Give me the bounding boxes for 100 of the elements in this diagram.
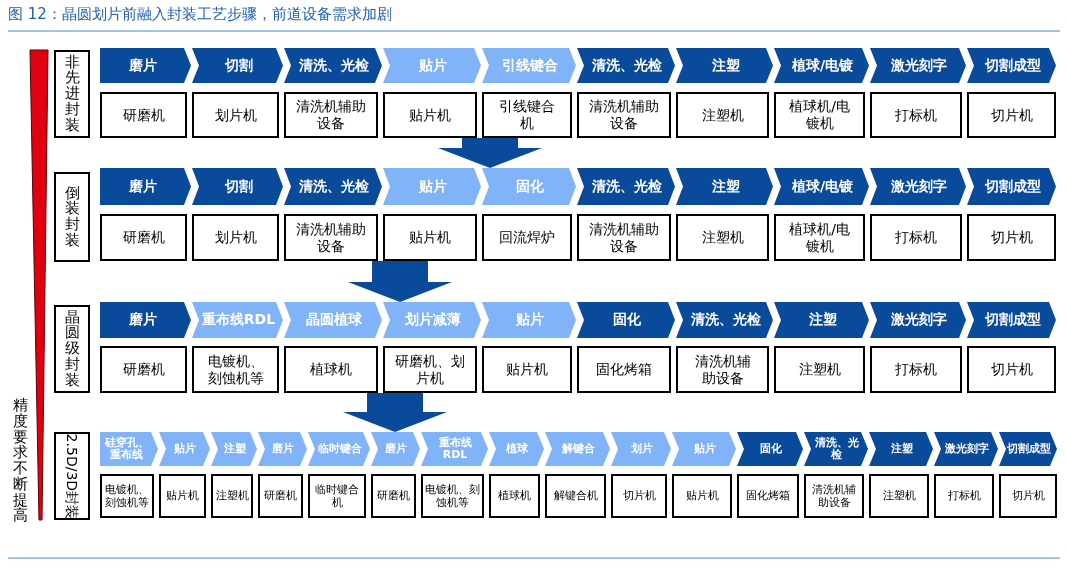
process-step: 解键合 — [545, 432, 610, 466]
equipment-box: 清洗机辅助设备 — [676, 346, 769, 393]
equipment-box: 注塑机 — [676, 214, 769, 261]
title: 图 12：晶圆划片前融入封装工艺步骤，前道设备需求加剧 — [8, 5, 392, 24]
process-step: 磨片 — [100, 168, 191, 205]
process-step: 注塑 — [676, 48, 773, 83]
equipment-box: 临时键合机 — [308, 474, 366, 518]
process-step: 激光刻字 — [870, 168, 966, 205]
process-step: 切割成型 — [999, 432, 1057, 466]
process-step: 磨片 — [100, 302, 191, 338]
process-step: 激光刻字 — [870, 302, 966, 338]
process-step: 磨片 — [371, 432, 420, 466]
equipment-box: 植球机 — [489, 474, 540, 518]
equipment-box: 回流焊炉 — [482, 214, 572, 261]
process-step: 引线键合 — [482, 48, 576, 83]
equipment-box: 切片机 — [967, 92, 1056, 138]
process-step: 临时键合 — [308, 432, 370, 466]
equipment-box: 切片机 — [999, 474, 1057, 518]
equipment-box: 贴片机 — [159, 474, 206, 518]
process-step: 贴片 — [672, 432, 736, 466]
process-step: 植球 — [489, 432, 544, 466]
block-arrow — [343, 393, 447, 432]
process-step: 固化 — [577, 302, 675, 338]
equipment-box: 贴片机 — [383, 92, 477, 138]
equipment-box: 切片机 — [611, 474, 667, 518]
process-step: 植球/电镀 — [774, 168, 869, 205]
equipment-box: 划片机 — [192, 214, 279, 261]
process-step: 清洗、光检 — [284, 48, 382, 83]
process-step: 贴片 — [159, 432, 210, 466]
equipment-box: 固化烤箱 — [737, 474, 799, 518]
process-step: 注塑 — [211, 432, 257, 466]
process-step: 激光刻字 — [934, 432, 998, 466]
equipment-box: 研磨机 — [100, 346, 187, 393]
equipment-box: 植球机 — [284, 346, 378, 393]
equipment-box: 植球机/电镀机 — [774, 92, 865, 138]
process-step: 贴片 — [383, 48, 481, 83]
equipment-box: 注塑机 — [211, 474, 253, 518]
equipment-box: 注塑机 — [676, 92, 769, 138]
equipment-box: 研磨机 — [371, 474, 416, 518]
equipment-box: 清洗机辅助设备 — [577, 214, 671, 261]
tapered-bar — [29, 49, 49, 521]
category-box: 2.5D/3D封装 — [54, 432, 90, 520]
equipment-box: 电镀机、刻蚀机等 — [100, 474, 154, 518]
process-step: 晶圆植球 — [284, 302, 382, 338]
process-step: 划片减薄 — [383, 302, 481, 338]
equipment-box: 清洗机辅助设备 — [804, 474, 864, 518]
process-step: 清洗、光检 — [577, 168, 675, 205]
process-step: 切割成型 — [967, 302, 1056, 338]
equipment-box: 切片机 — [967, 214, 1056, 261]
process-step: 注塑 — [869, 432, 933, 466]
equipment-box: 打标机 — [870, 92, 962, 138]
equipment-box: 注塑机 — [774, 346, 865, 393]
equipment-box: 研磨机、划片机 — [383, 346, 477, 393]
process-step: 固化 — [482, 168, 576, 205]
equipment-box: 引线键合机 — [482, 92, 572, 138]
process-step: 切割成型 — [967, 48, 1056, 83]
process-step: 注塑 — [774, 302, 869, 338]
equipment-box: 注塑机 — [869, 474, 929, 518]
equipment-box: 研磨机 — [100, 214, 187, 261]
process-step: 磨片 — [100, 48, 191, 83]
process-step: 注塑 — [676, 168, 773, 205]
equipment-box: 固化烤箱 — [577, 346, 671, 393]
axis-label: 精度要求不断提高 — [13, 398, 29, 524]
equipment-box: 打标机 — [870, 346, 962, 393]
process-step: 重布线RDL — [192, 302, 283, 338]
category-box: 非先进封装 — [54, 50, 90, 138]
process-step: 贴片 — [383, 168, 481, 205]
equipment-box: 植球机/电镀机 — [774, 214, 865, 261]
equipment-box: 打标机 — [934, 474, 994, 518]
process-step: 切割 — [192, 48, 283, 83]
block-arrow — [348, 261, 452, 302]
equipment-box: 研磨机 — [258, 474, 303, 518]
process-step: 切割成型 — [967, 168, 1056, 205]
equipment-box: 清洗机辅助设备 — [284, 214, 378, 261]
process-step: 植球/电镀 — [774, 48, 869, 83]
process-step: 重布线RDL — [421, 432, 488, 466]
process-step: 划片 — [611, 432, 671, 466]
equipment-box: 解键合机 — [545, 474, 606, 518]
equipment-box: 贴片机 — [383, 214, 477, 261]
process-step: 硅穿孔、重布线 — [100, 432, 158, 466]
process-step: 固化 — [737, 432, 803, 466]
process-step: 清洗、光检 — [284, 168, 382, 205]
equipment-box: 贴片机 — [672, 474, 732, 518]
category-box: 倒装封装 — [54, 172, 90, 262]
equipment-box: 清洗机辅助设备 — [577, 92, 671, 138]
process-step: 清洗、光检 — [577, 48, 675, 83]
equipment-box: 划片机 — [192, 92, 279, 138]
equipment-box: 贴片机 — [482, 346, 572, 393]
process-step: 切割 — [192, 168, 283, 205]
equipment-box: 电镀机、刻蚀机等 — [421, 474, 484, 518]
equipment-box: 清洗机辅助设备 — [284, 92, 378, 138]
process-step: 清洗、光检 — [676, 302, 773, 338]
process-step: 激光刻字 — [870, 48, 966, 83]
equipment-box: 打标机 — [870, 214, 962, 261]
category-box: 晶圆级封装 — [54, 305, 90, 393]
process-step: 清洗、光检 — [804, 432, 868, 466]
process-step: 贴片 — [482, 302, 576, 338]
equipment-box: 切片机 — [967, 346, 1056, 393]
process-step: 磨片 — [258, 432, 307, 466]
equipment-box: 电镀机、刻蚀机等 — [192, 346, 279, 393]
